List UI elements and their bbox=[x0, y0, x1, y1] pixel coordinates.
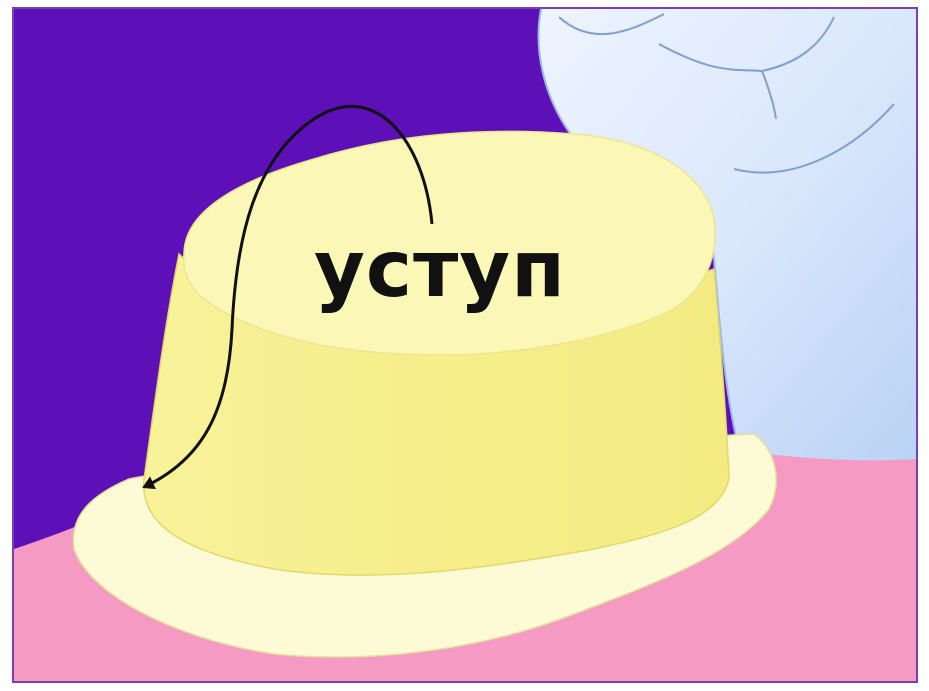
shoulder-label: уступ bbox=[314, 231, 566, 309]
tooth-illustration bbox=[14, 9, 916, 681]
diagram-frame: уступ bbox=[12, 7, 918, 683]
